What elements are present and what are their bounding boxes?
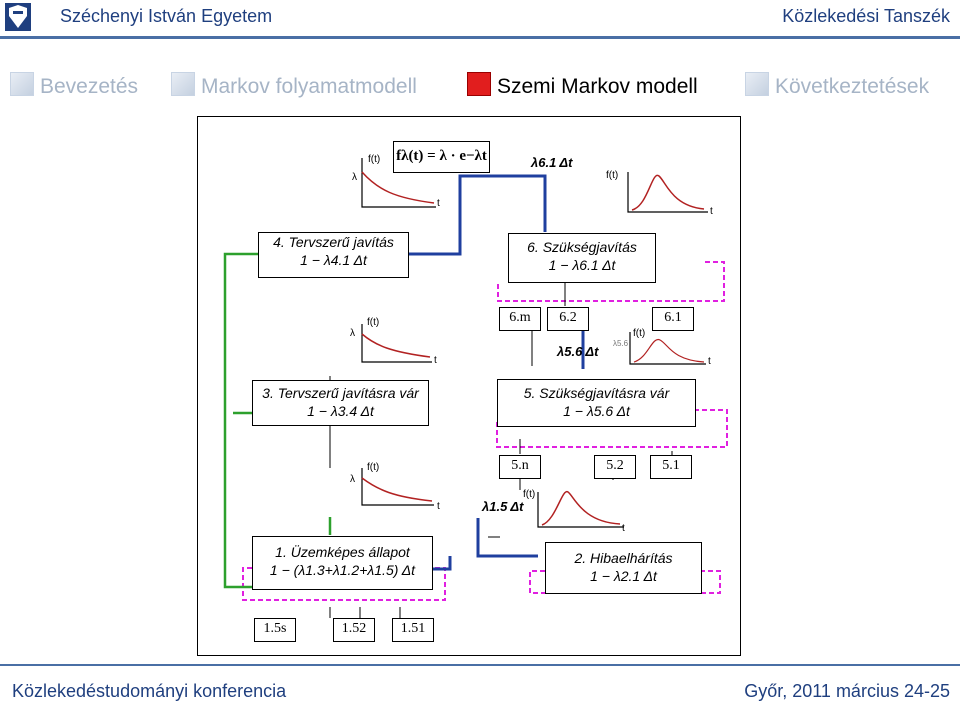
exp-plot-lower xyxy=(361,468,434,506)
footer-location-date: Győr, 2011 március 24-25 xyxy=(744,681,950,701)
axis-t-label: t xyxy=(710,206,713,217)
substate-6m: 6.m xyxy=(499,307,541,331)
axis-lambda-label: λ xyxy=(350,474,355,485)
axis-f-label: f(t) xyxy=(633,328,646,339)
peak-plot-lower xyxy=(537,491,624,528)
state-2-fault-clearance: 2. Hibaelhárítás 1 − λ2.1 Δt xyxy=(545,542,702,594)
state-6-emergency-repair: 6. Szükségjavítás 1 − λ6.1 Δt xyxy=(508,233,656,283)
substate-15s: 1.5s xyxy=(254,618,296,642)
university-logo-icon xyxy=(5,3,31,31)
green-links xyxy=(223,252,332,589)
substate-152: 1.52 xyxy=(333,618,375,642)
header-university: Széchenyi István Egyetem xyxy=(60,6,273,26)
axis-lambda-small-label: λ5.6 xyxy=(613,339,629,348)
axis-lambda-label: λ xyxy=(350,328,355,339)
state-5-waiting-emergency-repair: 5. Szükségjavításra vár 1 − λ5.6 Δt xyxy=(497,379,696,427)
peak-plot-top xyxy=(627,172,708,213)
rate-lambda-1-5: λ1.5 Δt xyxy=(482,499,524,514)
axis-f-label: f(t) xyxy=(606,170,619,181)
footer-conference: Közlekedéstudományi konferencia xyxy=(12,681,287,701)
substate-51: 5.1 xyxy=(650,455,692,479)
exp-plot-middle xyxy=(361,324,432,363)
substate-5n: 5.n xyxy=(499,455,541,479)
footer-divider xyxy=(0,664,960,666)
tab-kovetkeztetesek[interactable]: Következtetések xyxy=(745,72,929,99)
header-divider xyxy=(0,36,960,39)
state-1-operational: 1. Üzemképes állapot 1 − (λ1.3+λ1.2+λ1.5… xyxy=(252,536,433,590)
axis-t-label: t xyxy=(622,523,625,534)
axis-f-label: f(t) xyxy=(368,154,381,165)
substate-61: 6.1 xyxy=(652,307,694,331)
substate-62: 6.2 xyxy=(547,307,589,331)
blue-links xyxy=(407,174,585,571)
state-3-waiting-planned-repair: 3. Tervszerű javításra vár 1 − λ3.4 Δt xyxy=(252,380,429,426)
header-department: Közlekedési Tanszék xyxy=(782,6,950,26)
peak-plot-middle xyxy=(629,332,706,365)
rate-lambda-6-1: λ6.1 Δt xyxy=(531,155,573,170)
substate-52: 5.2 xyxy=(594,455,636,479)
tab-szemi-markov-modell[interactable]: Szemi Markov modell xyxy=(467,72,698,99)
axis-t-label: t xyxy=(708,356,711,367)
tab-bevezetes[interactable]: Bevezetés xyxy=(10,72,138,99)
substate-151: 1.51 xyxy=(392,618,434,642)
tab-square-icon xyxy=(10,72,34,96)
axis-f-label: f(t) xyxy=(523,489,536,500)
exp-plot-top xyxy=(361,158,436,208)
axis-t-label: t xyxy=(437,501,440,512)
axis-lambda-label: λ xyxy=(352,172,357,183)
axis-t-label: t xyxy=(434,355,437,366)
axis-f-label: f(t) xyxy=(367,317,380,328)
axis-f-label: f(t) xyxy=(367,462,380,473)
tab-square-icon xyxy=(171,72,195,96)
exponential-density-formula: fλ(t) = λ · e−λt xyxy=(393,141,490,173)
tab-markov-folyamatmodell[interactable]: Markov folyamatmodell xyxy=(171,72,417,99)
tab-square-icon xyxy=(745,72,769,96)
state-4-planned-repair: 4. Tervszerű javítás 1 − λ4.1 Δt xyxy=(258,232,409,278)
axis-t-label: t xyxy=(437,198,440,209)
tab-square-icon xyxy=(467,72,491,96)
rate-lambda-5-6: λ5.6 Δt xyxy=(557,344,599,359)
